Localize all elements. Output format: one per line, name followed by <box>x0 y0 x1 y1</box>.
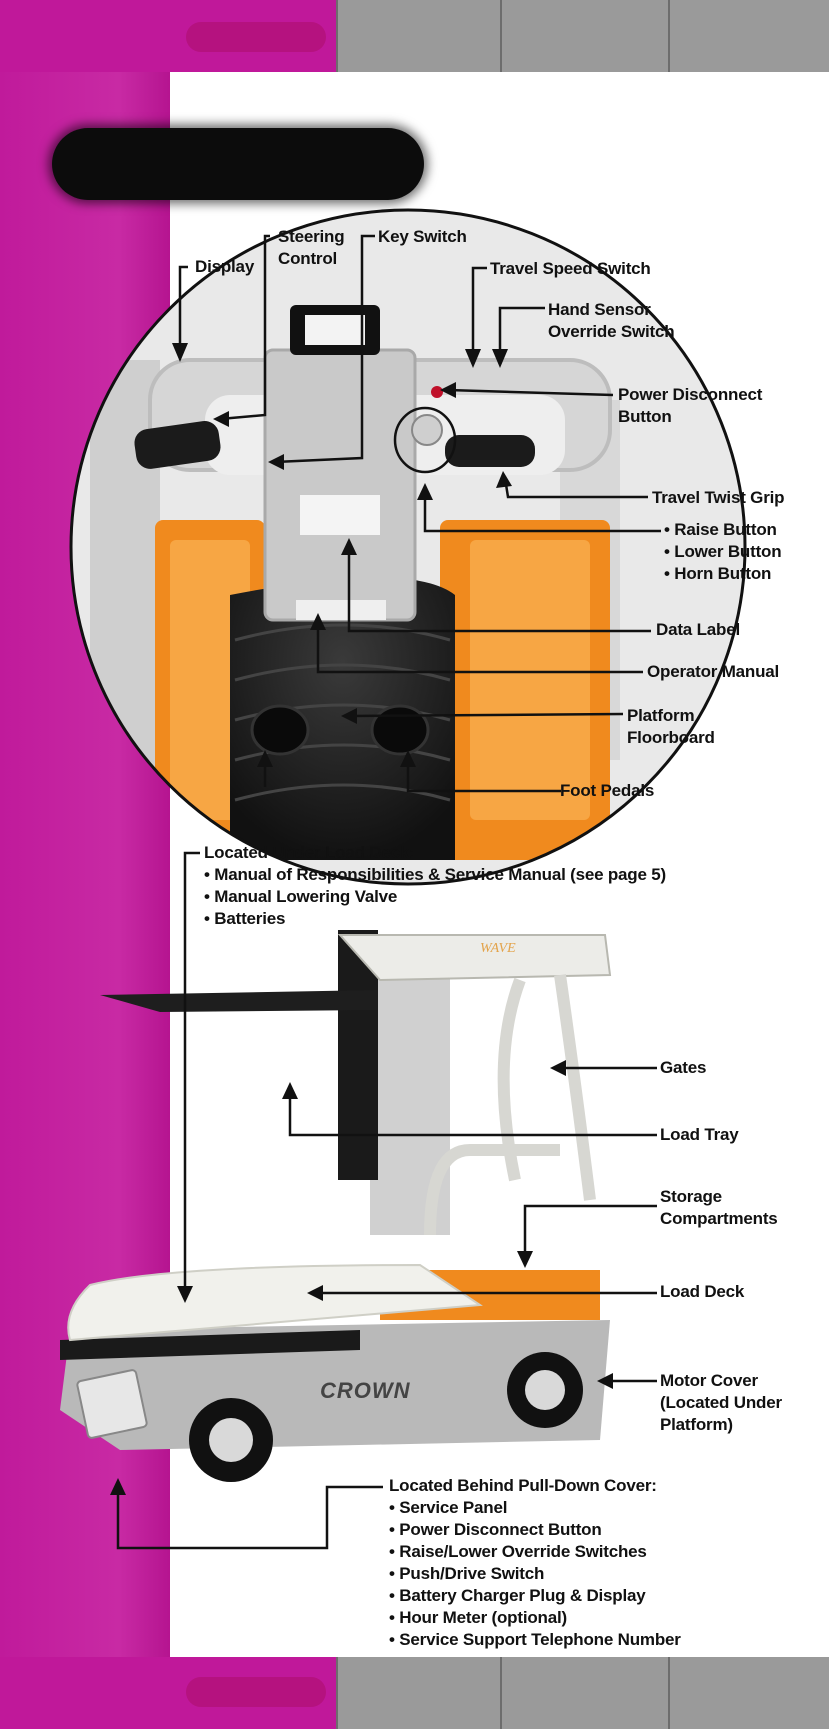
callout-lines <box>116 234 661 1550</box>
label-storage-compartments: Storage Compartments <box>660 1186 778 1230</box>
label-hand-sensor-override: Hand Sensor Override Switch <box>548 299 675 343</box>
label-steering-control: Steering Control <box>278 226 345 270</box>
label-steering-control-line1: Steering <box>278 227 345 246</box>
crown-logo: CROWN <box>320 1378 411 1403</box>
top-tab-5 <box>668 0 829 72</box>
behind-cover-item: • Service Support Telephone Number <box>389 1630 681 1649</box>
label-grip-buttons: • Raise Button • Lower Button • Horn But… <box>664 519 782 585</box>
label-power-disconnect-line2: Button <box>618 407 672 426</box>
under-load-deck-heading: Located Under Load Deck: <box>204 843 415 862</box>
label-display: Display <box>195 257 255 276</box>
label-storage-line2: Compartments <box>660 1209 778 1228</box>
behind-cover-item: • Power Disconnect Button <box>389 1520 602 1539</box>
label-motor-cover-line1: Motor Cover <box>660 1371 758 1390</box>
label-operator-manual: Operator Manual <box>647 662 780 681</box>
bottom-tab-pill <box>186 1677 326 1707</box>
wave-truck <box>60 930 612 1482</box>
behind-cover-item: • Push/Drive Switch <box>389 1564 545 1583</box>
label-power-disconnect-line1: Power Disconnect <box>618 385 763 404</box>
label-under-load-deck: Located Under Load Deck: • Manual of Res… <box>204 842 666 930</box>
label-travel-speed-switch: Travel Speed Switch <box>490 259 651 278</box>
label-power-disconnect: Power Disconnect Button <box>618 384 762 428</box>
behind-cover-heading: Located Behind Pull-Down Cover: <box>389 1476 657 1495</box>
label-hand-sensor-line2: Override Switch <box>548 322 675 341</box>
label-motor-cover-line3: Platform) <box>660 1415 733 1434</box>
bottom-tab-3 <box>336 1657 502 1729</box>
behind-cover-item: • Hour Meter (optional) <box>389 1608 567 1627</box>
behind-cover-item: • Service Panel <box>389 1498 508 1517</box>
top-tab-4 <box>500 0 670 72</box>
bottom-tab-4 <box>500 1657 670 1729</box>
behind-cover-item: • Raise/Lower Override Switches <box>389 1542 647 1561</box>
label-platform-line2: Floorboard <box>627 728 715 747</box>
bottom-tab-5 <box>668 1657 829 1729</box>
label-behind-cover: Located Behind Pull-Down Cover: • Servic… <box>389 1475 681 1651</box>
section-title-pill <box>52 128 424 200</box>
label-storage-line1: Storage <box>660 1187 722 1206</box>
label-gates: Gates <box>660 1058 707 1077</box>
top-band <box>0 0 829 72</box>
label-platform-line1: Platform <box>627 706 695 725</box>
callout-arrowheads <box>110 343 613 1495</box>
label-motor-cover-line2: (Located Under <box>660 1393 782 1412</box>
label-horn-button: • Horn Button <box>664 564 772 583</box>
label-key-switch: Key Switch <box>378 227 467 246</box>
wave-logo: WAVE <box>480 941 516 956</box>
top-tab-3 <box>336 0 502 72</box>
closeup-circle-outline <box>69 208 747 886</box>
label-motor-cover: Motor Cover (Located Under Platform) <box>660 1370 782 1436</box>
under-load-deck-item: • Manual Lowering Valve <box>204 887 398 906</box>
bottom-band <box>0 1657 829 1729</box>
under-load-deck-item: • Manual of Responsibilities & Service M… <box>204 865 666 884</box>
label-data-label: Data Label <box>656 620 740 639</box>
label-load-tray: Load Tray <box>660 1125 739 1144</box>
top-tab-pill <box>186 22 326 52</box>
label-steering-control-line2: Control <box>278 249 338 268</box>
label-platform-floorboard: Platform Floorboard <box>627 705 715 749</box>
label-load-deck: Load Deck <box>660 1282 745 1301</box>
behind-cover-item: • Battery Charger Plug & Display <box>389 1586 646 1605</box>
under-load-deck-item: • Batteries <box>204 909 286 928</box>
label-lower-button: • Lower Button <box>664 542 782 561</box>
label-travel-twist-grip: Travel Twist Grip <box>652 488 785 507</box>
label-raise-button: • Raise Button <box>664 520 777 539</box>
label-foot-pedals: Foot Pedals <box>560 781 655 800</box>
label-hand-sensor-line1: Hand Sensor <box>548 300 651 319</box>
